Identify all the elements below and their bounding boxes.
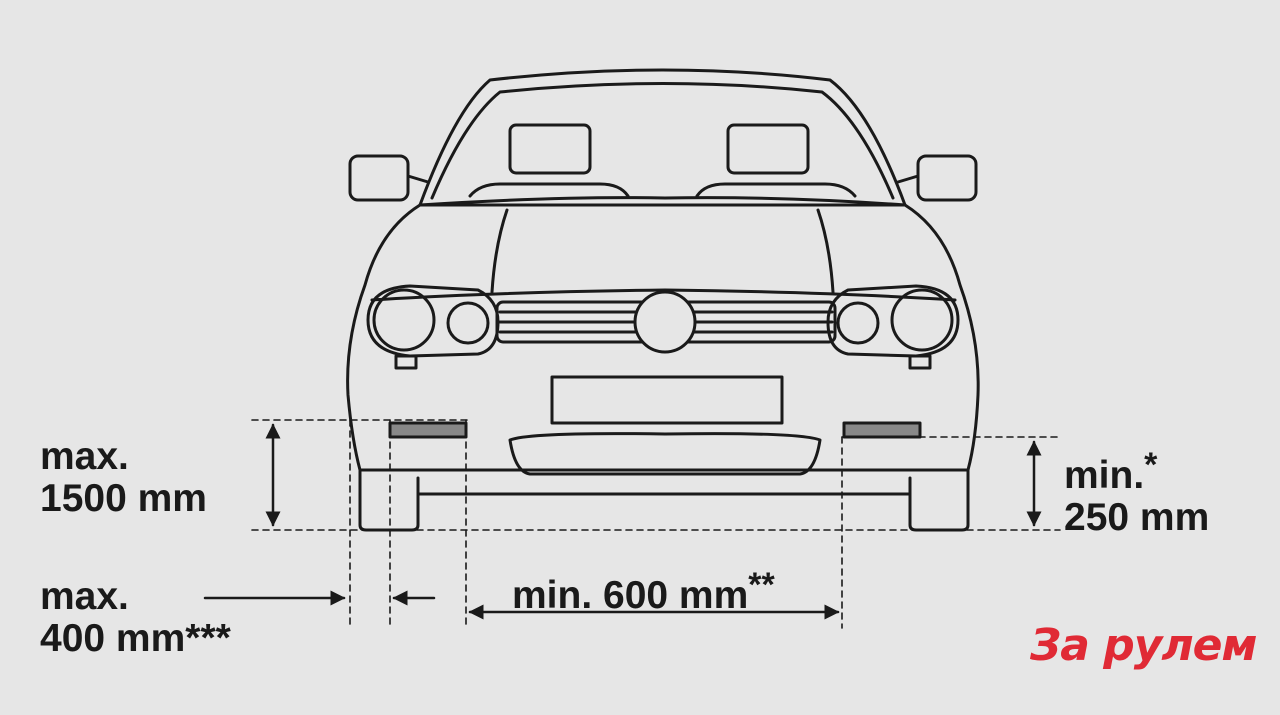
left-wheel xyxy=(358,468,420,532)
height-max-label: max. 1500 mm xyxy=(40,436,207,520)
width-min-text: min. 600 mm xyxy=(512,574,749,617)
roof-outline xyxy=(418,68,907,207)
right-mirror-icon xyxy=(916,154,978,202)
left-fog-lamp xyxy=(388,421,468,439)
dimension-guides xyxy=(251,419,1061,629)
height-min-mark: * xyxy=(1144,446,1158,484)
right-wheel xyxy=(908,468,970,532)
height-min-label: min.* 250 mm xyxy=(1064,444,1209,539)
width-min-label: min. 600 mm** xyxy=(512,564,775,617)
dimension-arrow-icon xyxy=(203,423,1042,620)
left-headrest xyxy=(508,123,592,175)
right-headrest xyxy=(726,123,810,175)
license-plate xyxy=(550,375,784,425)
emblem xyxy=(633,290,697,354)
left-mirror-icon xyxy=(348,154,410,202)
height-max-line1: max. xyxy=(40,435,129,478)
height-max-line2: 1500 mm xyxy=(40,477,207,520)
right-fog-lamp xyxy=(842,421,922,439)
edge-max-label: max. 400 mm*** xyxy=(40,576,231,660)
width-min-mark: ** xyxy=(748,566,775,604)
height-min-line1: min. xyxy=(1064,454,1145,497)
height-min-line2: 250 mm xyxy=(1064,496,1210,539)
brand-logo: За рулем xyxy=(1030,620,1257,671)
edge-max-line1: max. xyxy=(40,575,129,618)
bumper-intake xyxy=(508,432,822,476)
windshield xyxy=(430,82,895,200)
edge-max-mark: *** xyxy=(185,617,231,660)
edge-max-line2: 400 mm xyxy=(40,617,186,660)
